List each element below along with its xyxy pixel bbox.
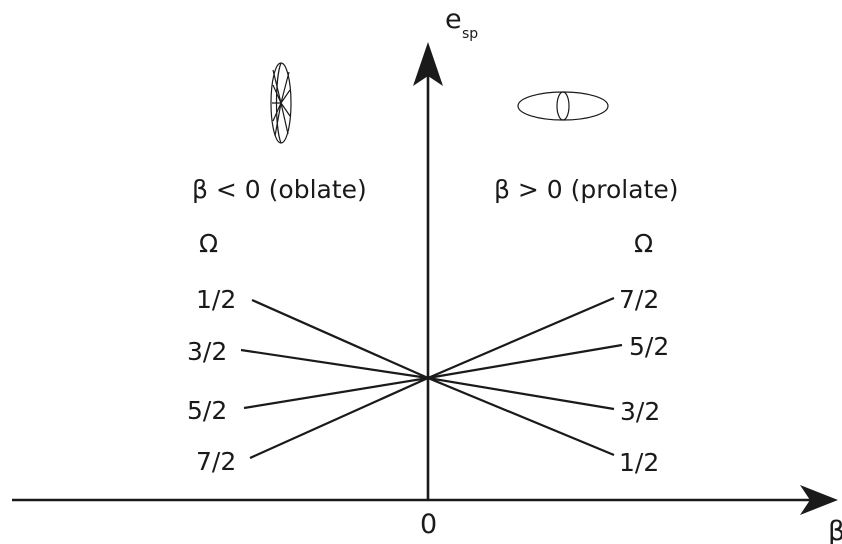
prolate-level-line — [427, 343, 623, 380]
prolate-level-line — [427, 376, 615, 411]
prolate-omega-value: 5/2 — [629, 332, 669, 361]
oblate-spheroid-icon — [270, 62, 292, 144]
prolate-spheroid-icon — [517, 91, 609, 121]
oblate-omega-value: 1/2 — [196, 285, 236, 314]
x-axis-label: β — [828, 516, 842, 544]
oblate-omega-header: Ω — [199, 229, 218, 258]
prolate-region-label: β > 0 (prolate) — [494, 175, 679, 204]
prolate-level-line — [427, 376, 615, 457]
prolate-omega-value: 7/2 — [619, 285, 659, 314]
prolate-omega-value: 3/2 — [620, 397, 660, 426]
oblate-level-line — [243, 376, 429, 410]
y-axis-subscript: sp — [462, 26, 478, 42]
oblate-omega-value: 5/2 — [187, 396, 227, 425]
x-axis-arrowhead — [800, 485, 838, 515]
oblate-omega-value: 7/2 — [196, 447, 236, 476]
oblate-region-label: β < 0 (oblate) — [192, 175, 367, 204]
prolate-level-line — [427, 296, 615, 380]
prolate-omega-header: Ω — [634, 229, 653, 258]
y-axis-label: e — [445, 4, 462, 35]
prolate-omega-value: 1/2 — [619, 448, 659, 477]
oblate-level-line — [251, 298, 429, 380]
oblate-level-line — [240, 348, 429, 380]
y-axis-arrowhead — [413, 42, 443, 86]
origin-label: 0 — [420, 509, 437, 540]
oblate-level-line — [249, 376, 429, 460]
oblate-omega-value: 3/2 — [187, 337, 227, 366]
